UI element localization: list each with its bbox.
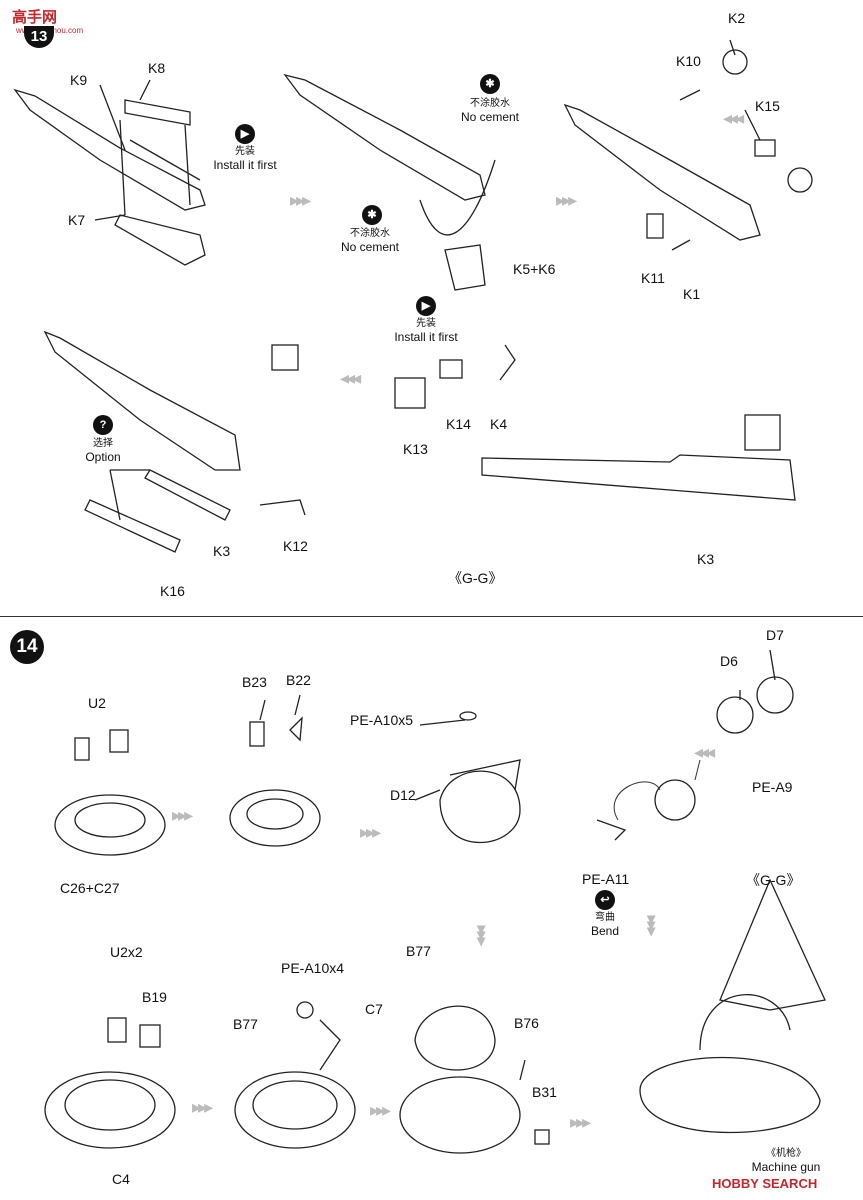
watermark-logo: 高手网	[12, 9, 58, 26]
install-first-note-1: 先装 Install it first	[213, 146, 277, 172]
part-label-d12: D12	[390, 787, 416, 803]
no-cement-note-2: 不涂胶水 No cement	[340, 228, 400, 254]
part-label-b23: B23	[242, 674, 267, 690]
gun-assembly-3	[563, 49, 813, 251]
part-label-d7: D7	[766, 627, 784, 643]
install-first-icon: ▶	[416, 296, 436, 316]
part-label-k16: K16	[160, 583, 185, 599]
step-number-13: 13	[24, 26, 54, 48]
part-label-b22: B22	[286, 672, 311, 688]
flow-arrow-down: ▸▸▸	[642, 915, 663, 934]
part-label-pea10x4: PE-A10x4	[281, 960, 345, 976]
step-number-14: 14	[10, 630, 44, 664]
part-label-k15: K15	[755, 98, 780, 114]
view-label-gg-2: 《G-G》	[746, 872, 801, 888]
bend-icon: ↩	[595, 890, 615, 910]
part-label-pea11: PE-A11	[582, 871, 630, 887]
part-label-k10: K10	[676, 53, 701, 69]
part-label-c7: C7	[365, 1001, 383, 1017]
gun-assembly-4	[43, 330, 306, 553]
part-label-b77-right: B77	[406, 943, 431, 959]
flow-arrow-diagonal: ◂◂◂	[723, 108, 744, 128]
watermark-brand: HOBBY SEARCH	[712, 1176, 818, 1191]
part-label-k12: K12	[283, 538, 308, 554]
part-label-k9: K9	[70, 72, 88, 88]
part-label-k2: K2	[728, 10, 746, 26]
part-label-pea9: PE-A9	[752, 779, 793, 795]
part-label-k3-left: K3	[213, 543, 231, 559]
part-label-k8: K8	[148, 60, 166, 76]
part-label-b76: B76	[514, 1015, 539, 1031]
part-label-u2: U2	[88, 695, 106, 711]
part-label-k11: K11	[641, 270, 665, 286]
part-label-k1: K1	[683, 286, 701, 302]
no-cement-icon: ✱	[480, 74, 500, 94]
bend-note: 弯曲 Bend	[590, 912, 620, 938]
gun-assembly-2	[283, 73, 496, 291]
no-cement-note-1: 不涂胶水 No cement	[460, 98, 520, 124]
flow-arrow-left: ◂◂◂	[340, 368, 361, 388]
part-label-k7: K7	[68, 212, 86, 228]
flow-arrow-right: ▸▸▸	[192, 1097, 213, 1117]
part-label-d6: D6	[720, 653, 738, 669]
gun-assembly-1	[13, 88, 206, 266]
gun-assembly-5	[394, 344, 796, 501]
install-first-icon: ▶	[235, 124, 255, 144]
part-label-u2x2: U2x2	[110, 944, 143, 960]
part-label-k4: K4	[490, 416, 508, 432]
no-cement-icon: ✱	[362, 205, 382, 225]
part-label-b31: B31	[532, 1084, 557, 1100]
flow-arrow-right: ▸▸▸	[570, 1112, 591, 1132]
flow-arrow-right: ▸▸▸	[360, 822, 381, 842]
part-label-k14: K14	[446, 416, 471, 432]
part-label-k5k6: K5+K6	[513, 261, 556, 277]
flow-arrow-right: ▸▸▸	[370, 1100, 391, 1120]
part-label-b77-left: B77	[233, 1016, 258, 1032]
machine-gun-caption: 《机枪》 Machine gun	[751, 1148, 821, 1174]
part-label-b19: B19	[142, 989, 167, 1005]
part-label-k3-right: K3	[697, 551, 715, 567]
part-label-k13: K13	[403, 441, 428, 457]
part-label-c26c27: C26+C27	[60, 880, 120, 896]
flow-arrow-left: ◂◂◂	[694, 742, 715, 762]
part-label-pea10x5: PE-A10x5	[350, 712, 414, 728]
flow-arrow-right: ▸▸▸	[172, 805, 193, 825]
option-note: 选择 Option	[85, 438, 121, 464]
flow-arrow-right: ▸▸▸	[290, 190, 311, 210]
view-label-gg-1: 《G-G》	[448, 570, 503, 586]
section-divider	[0, 616, 863, 617]
flow-arrow-right: ▸▸▸	[556, 190, 577, 210]
flow-arrow-down: ▸▸▸	[472, 925, 493, 944]
part-label-c4: C4	[112, 1171, 130, 1187]
install-first-note-2: 先装 Install it first	[394, 318, 458, 344]
option-icon: ?	[93, 415, 113, 435]
